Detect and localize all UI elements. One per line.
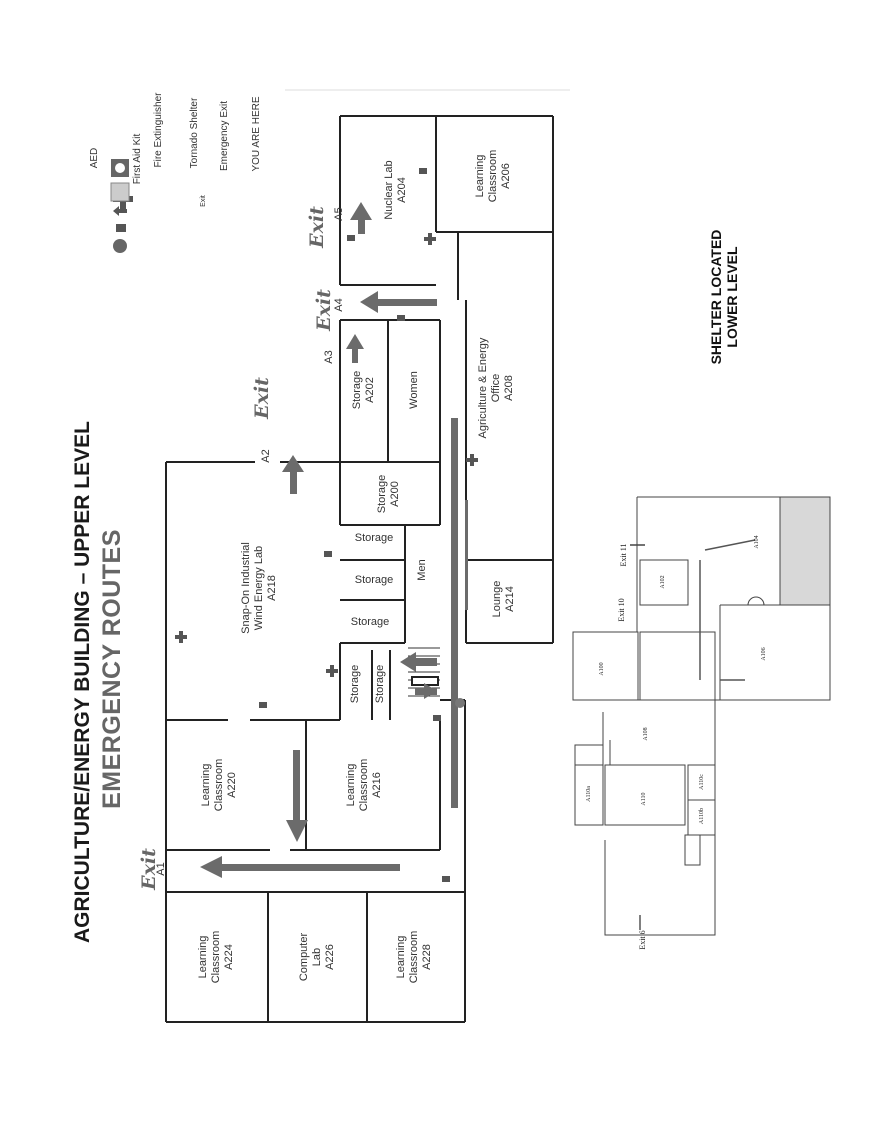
- room-storage-1: Storage: [354, 532, 394, 544]
- exit-code-a3: A3: [323, 350, 335, 364]
- route-arrowhead: [424, 683, 437, 699]
- exit-code-a1: A1: [155, 862, 167, 876]
- lower-room-a110c: A110c: [699, 774, 705, 790]
- room-men: Men: [416, 559, 428, 581]
- emergency-exit-icon: [113, 206, 127, 216]
- route-bar: [465, 500, 468, 610]
- route-arrow: [290, 470, 297, 494]
- first-aid-icon: [175, 233, 478, 677]
- route-arrowhead: [282, 455, 304, 472]
- page-subtitle: EMERGENCY ROUTES: [98, 529, 126, 809]
- lower-exit-6: Exit 6: [638, 930, 647, 950]
- route-arrow: [358, 218, 365, 234]
- route-arrow: [415, 658, 437, 666]
- legend-label-tornado-shelter: Tornado Shelter: [189, 97, 200, 169]
- route-arrowhead: [200, 856, 222, 878]
- shelter-note: SHELTER LOCATED LOWER LEVEL: [708, 229, 740, 365]
- page-title: AGRICULTURE/ENERGY BUILDING – UPPER LEVE…: [71, 421, 94, 943]
- fire-extinguisher-icon: [259, 168, 450, 882]
- room-storage-3: Storage: [350, 616, 390, 628]
- exit-code-a2: A2: [260, 449, 272, 463]
- lower-exit-10: Exit 10: [617, 598, 626, 622]
- lower-room-a102: A102: [660, 575, 666, 589]
- room-women: Women: [408, 371, 420, 409]
- lower-room-a100: A100: [599, 662, 605, 676]
- evacuation-routes: [200, 202, 468, 878]
- legend-label-fire-extinguisher: Fire Extinguisher: [153, 92, 164, 168]
- route-arrowhead: [350, 202, 372, 220]
- room-storage-4: Storage: [349, 664, 361, 704]
- legend-label-aed: AED: [89, 147, 100, 169]
- exit-code-a4: A4: [333, 298, 345, 312]
- route-arrowhead: [400, 652, 416, 672]
- lower-room-a108: A108: [643, 727, 649, 741]
- lower-room-a110: A110: [641, 792, 647, 806]
- aed-icon: [455, 698, 465, 708]
- shelter-area-a104: [780, 497, 830, 605]
- room-storage-2: Storage: [354, 574, 394, 586]
- legend-label-first-aid: First Aid Kit: [132, 133, 143, 185]
- tornado-box: [110, 182, 130, 202]
- lower-exit-11: Exit 11: [619, 543, 628, 567]
- exit-label-a4: Exit: [313, 289, 335, 331]
- upper-level-walls: [165, 89, 570, 1023]
- route-bar: [451, 418, 458, 808]
- legend-exit-icon-text: Exit: [200, 195, 207, 207]
- lower-room-a110a: A110a: [586, 786, 592, 802]
- lower-room-a104: A104: [754, 535, 760, 549]
- route-arrowhead: [346, 334, 364, 349]
- route-arrow: [352, 347, 358, 363]
- legend-label-emergency-exit: Emergency Exit: [219, 100, 230, 172]
- route-arrow: [293, 750, 300, 822]
- lower-level-map: [572, 496, 831, 936]
- fire-extinguisher-icon: [116, 224, 126, 232]
- route-arrow: [375, 299, 437, 306]
- exit-label-a2: Exit: [251, 377, 273, 419]
- route-arrowhead: [360, 291, 378, 313]
- room-storage-5: Storage: [374, 664, 386, 704]
- route-arrowhead: [286, 820, 308, 842]
- lower-room-a106: A106: [761, 647, 767, 661]
- exit-label-a5: Exit: [306, 206, 328, 248]
- exit-code-a5: A5: [333, 207, 345, 221]
- legend-icons: [110, 159, 133, 253]
- legend-label-you-are-here: YOU ARE HERE: [251, 96, 262, 172]
- lower-room-a110b: A110b: [699, 807, 705, 825]
- route-arrow: [218, 864, 400, 871]
- you-are-here-icon: [113, 239, 127, 253]
